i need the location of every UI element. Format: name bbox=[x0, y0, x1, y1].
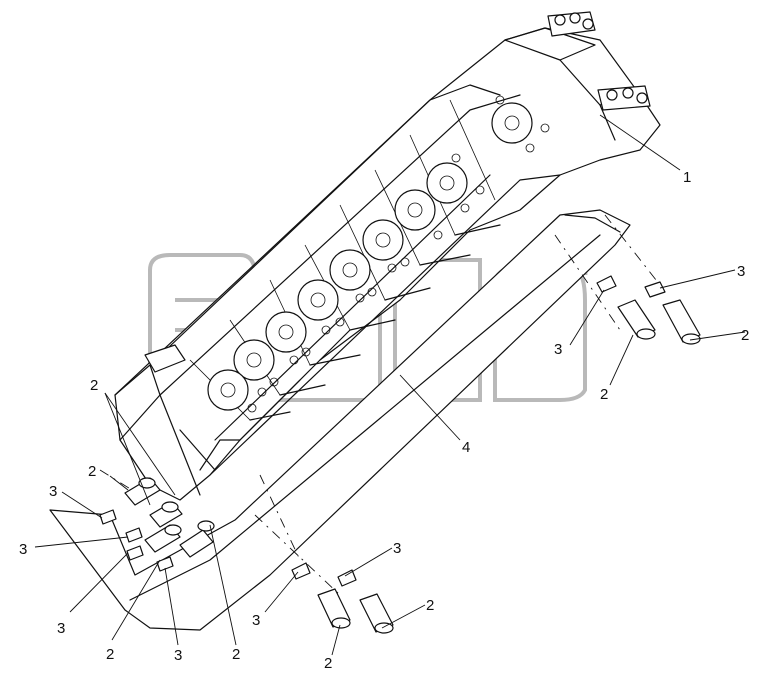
valve-block bbox=[114, 11, 661, 501]
callout-labels: 1 4 3 2 3 2 3 2 3 2 2 2 3 3 3 2 3 2 bbox=[19, 169, 749, 672]
bolt-left-3 bbox=[144, 524, 182, 553]
center-lines bbox=[99, 214, 661, 596]
callout-bottom-top-3: 3 bbox=[393, 540, 401, 557]
callout-right-top-3: 3 bbox=[737, 263, 745, 280]
solenoid-5 bbox=[329, 249, 371, 291]
solenoid-7 bbox=[265, 311, 307, 353]
callout-left-mid-2: 2 bbox=[88, 463, 96, 480]
left-fasteners bbox=[99, 477, 215, 572]
callout-left-3d: 3 bbox=[174, 647, 182, 664]
solenoid-4 bbox=[362, 219, 404, 261]
callout-left-3b: 3 bbox=[19, 541, 27, 558]
right-fasteners bbox=[596, 275, 701, 345]
bolt-left-2 bbox=[149, 501, 183, 528]
washer-left-2 bbox=[125, 527, 143, 543]
callout-left-2a: 2 bbox=[106, 646, 114, 663]
base-plate bbox=[49, 209, 631, 631]
bolt-right-lower bbox=[617, 299, 656, 340]
solenoid-2 bbox=[426, 162, 468, 204]
leader-lines bbox=[34, 114, 746, 656]
bottom-fasteners bbox=[291, 562, 394, 634]
bolt-left-1 bbox=[124, 477, 161, 506]
solenoid-3 bbox=[394, 189, 436, 231]
callout-bottom-low-2: 2 bbox=[324, 655, 332, 672]
callout-left-3a: 3 bbox=[49, 483, 57, 500]
bolt-right-upper bbox=[662, 299, 701, 345]
callout-bottom-left-3: 3 bbox=[252, 612, 260, 629]
callout-left-2b: 2 bbox=[232, 646, 240, 663]
washer-right-mid bbox=[596, 275, 617, 293]
callout-4: 4 bbox=[462, 439, 470, 456]
callout-1: 1 bbox=[683, 169, 691, 186]
solenoid-8 bbox=[233, 339, 275, 381]
bolt-bottom-right bbox=[359, 593, 394, 634]
washer-right-top bbox=[644, 281, 666, 298]
solenoid-6 bbox=[297, 279, 339, 321]
washer-bottom-right bbox=[337, 569, 357, 587]
bolt-bottom-left bbox=[317, 588, 351, 629]
callout-right-mid-2: 2 bbox=[741, 327, 749, 344]
callout-bottom-mid-2: 2 bbox=[426, 597, 434, 614]
washer-left-3 bbox=[126, 545, 144, 561]
washer-left-4 bbox=[156, 556, 174, 572]
solenoid-coils bbox=[207, 95, 550, 413]
callout-right-mid-3: 3 bbox=[554, 341, 562, 358]
callout-left-top-2: 2 bbox=[90, 377, 98, 394]
callout-right-low-2: 2 bbox=[600, 386, 608, 403]
callout-left-3c: 3 bbox=[57, 620, 65, 637]
washer-left-1 bbox=[99, 509, 117, 525]
bolt-left-4 bbox=[179, 520, 215, 558]
solenoid-9 bbox=[207, 369, 249, 411]
solenoid-1 bbox=[491, 102, 533, 144]
